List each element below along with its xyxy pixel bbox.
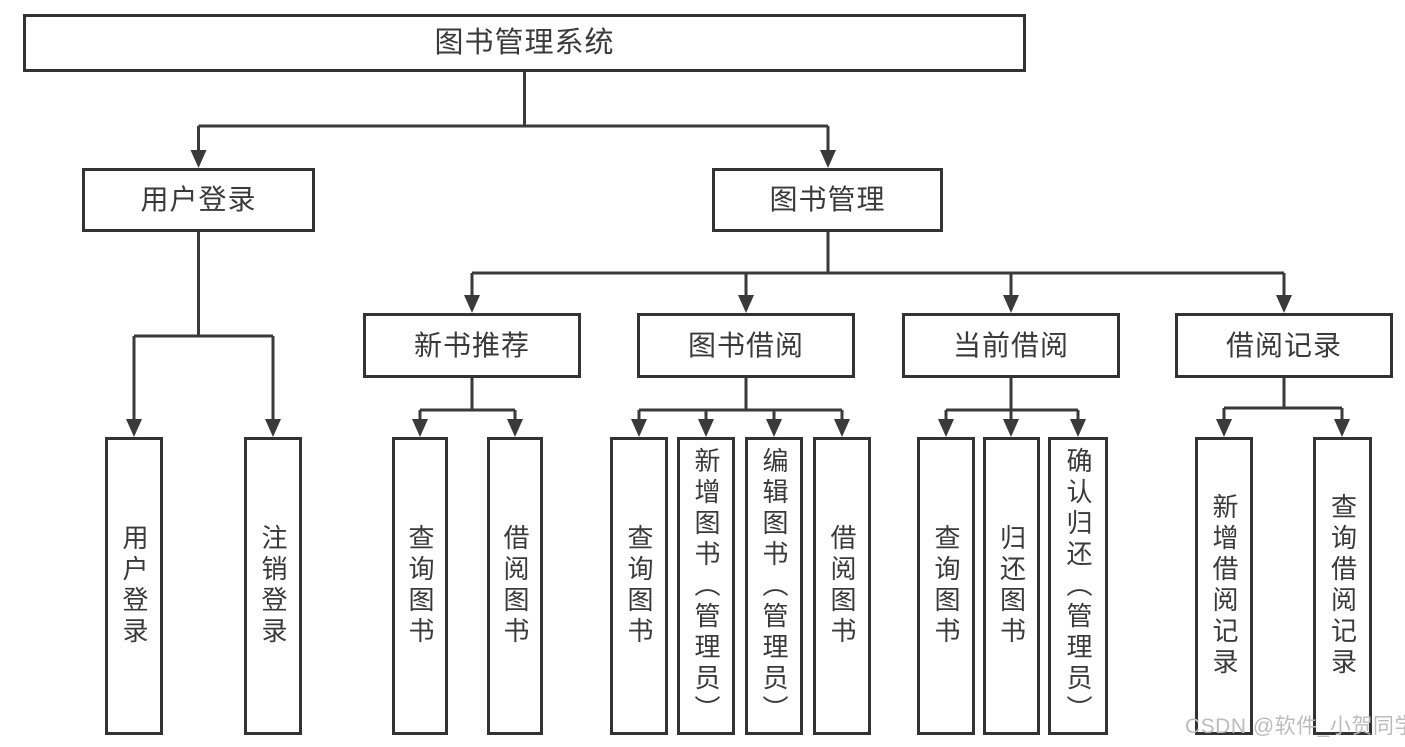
- node-current-borrow: 当前借阅: [902, 313, 1120, 378]
- leaf-return-book: 归还图书: [983, 437, 1040, 735]
- leaf-borrow-borrow-book: 借阅图书: [813, 437, 871, 735]
- node-new-book-recommend: 新书推荐: [363, 313, 581, 378]
- leaf-current-query-book: 查询图书: [917, 437, 975, 735]
- leaf-user-login-label: 用户登录: [119, 524, 149, 648]
- node-root-label: 图书管理系统: [434, 26, 615, 59]
- node-user-login: 用户登录: [82, 168, 315, 232]
- leaf-edit-book-admin: 编辑图书（管理员）: [745, 437, 803, 735]
- leaf-confirm-return-admin-label: 确认归还（管理员）: [1063, 446, 1093, 726]
- leaf-logout-login: 注销登录: [244, 437, 302, 735]
- leaf-add-book-admin: 新增图书（管理员）: [677, 437, 735, 735]
- node-root: 图书管理系统: [23, 14, 1026, 72]
- leaf-recommend-query-book-label: 查询图书: [405, 524, 435, 648]
- node-borrow-records: 借阅记录: [1175, 313, 1393, 378]
- node-book-borrow-label: 图书借阅: [687, 329, 804, 361]
- leaf-confirm-return-admin: 确认归还（管理员）: [1048, 437, 1108, 735]
- leaf-current-query-book-label: 查询图书: [931, 524, 961, 648]
- watermark: CSDN @软件_小贺同学: [1185, 715, 1405, 738]
- node-new-book-recommend-label: 新书推荐: [413, 329, 530, 361]
- leaf-query-borrow-record-label: 查询借阅记录: [1327, 493, 1358, 679]
- leaf-borrow-query-book-label: 查询图书: [624, 524, 654, 648]
- leaf-borrow-query-book: 查询图书: [610, 437, 668, 735]
- leaf-logout-login-label: 注销登录: [258, 524, 288, 648]
- leaf-add-borrow-record-label: 新增借阅记录: [1209, 493, 1239, 679]
- node-user-login-label: 用户登录: [140, 184, 257, 215]
- node-book-borrow: 图书借阅: [637, 313, 855, 378]
- leaf-user-login: 用户登录: [105, 437, 163, 735]
- leaf-query-borrow-record: 查询借阅记录: [1313, 437, 1372, 735]
- leaf-recommend-borrow-book-label: 借阅图书: [500, 524, 530, 648]
- leaf-edit-book-admin-label: 编辑图书（管理员）: [759, 446, 789, 726]
- node-borrow-records-label: 借阅记录: [1225, 329, 1342, 361]
- leaf-add-book-admin-label: 新增图书（管理员）: [691, 446, 721, 726]
- node-current-borrow-label: 当前借阅: [952, 329, 1069, 361]
- node-book-management-label: 图书管理: [769, 184, 886, 215]
- leaf-add-borrow-record: 新增借阅记录: [1195, 437, 1253, 735]
- leaf-borrow-borrow-book-label: 借阅图书: [827, 524, 857, 648]
- leaf-recommend-query-book: 查询图书: [392, 437, 448, 735]
- node-book-management: 图书管理: [712, 168, 943, 232]
- leaf-return-book-label: 归还图书: [996, 524, 1027, 648]
- leaf-recommend-borrow-book: 借阅图书: [487, 437, 543, 735]
